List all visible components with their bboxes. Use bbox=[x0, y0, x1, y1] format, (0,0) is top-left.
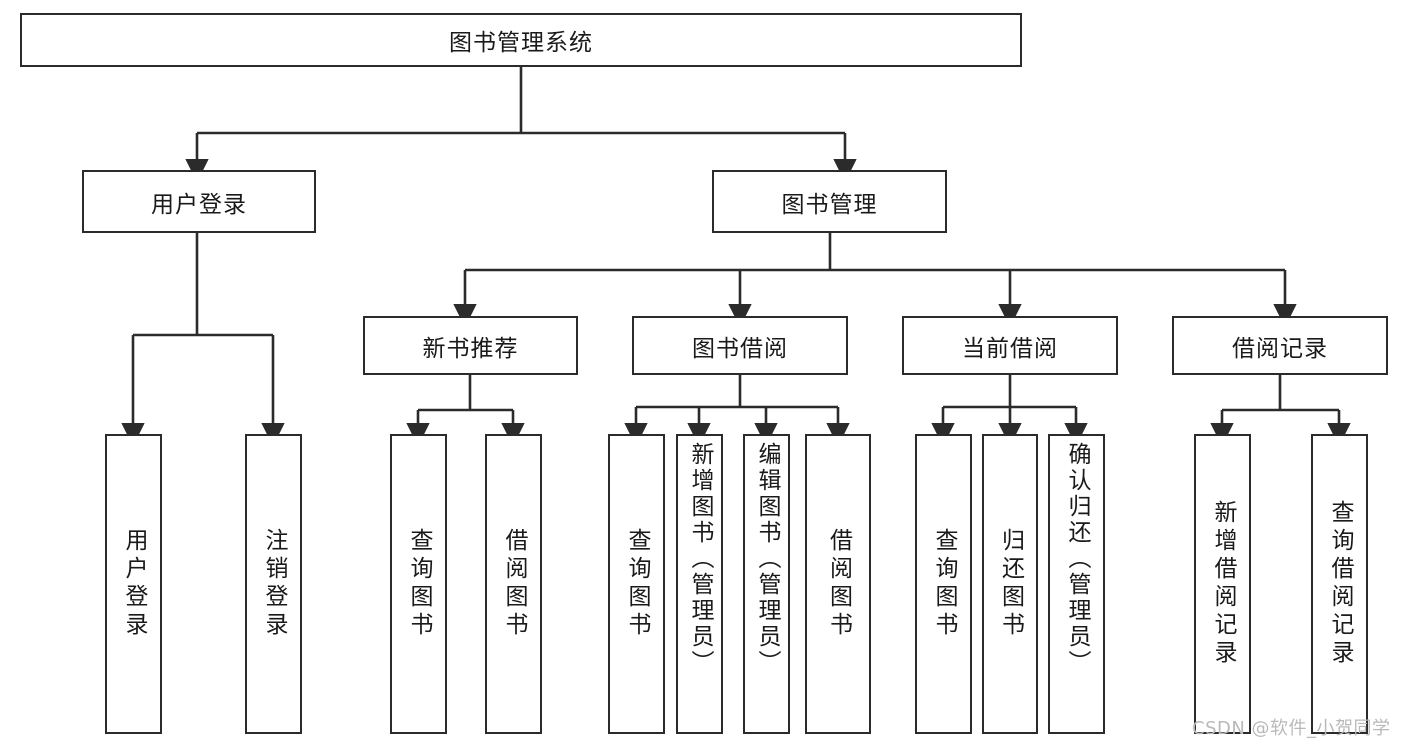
leaf-record-query-borrow-record[interactable]: 查询借阅记录 bbox=[1311, 434, 1368, 734]
node-label: 图书管理 bbox=[781, 191, 878, 218]
node-new-book-recommend[interactable]: 新书推荐 bbox=[363, 316, 578, 375]
node-label: 查询图书 bbox=[931, 528, 957, 640]
node-label: 确认归还（管理员） bbox=[1064, 442, 1090, 676]
node-label: 新增图书（管理员） bbox=[687, 442, 713, 676]
node-label: 查询图书 bbox=[406, 528, 432, 640]
node-root-book-management-system[interactable]: 图书管理系统 bbox=[20, 13, 1022, 67]
node-label: 新书推荐 bbox=[422, 335, 519, 362]
node-label: 查询借阅记录 bbox=[1327, 500, 1353, 668]
leaf-current-query-book[interactable]: 查询图书 bbox=[915, 434, 972, 734]
node-book-borrow[interactable]: 图书借阅 bbox=[632, 316, 848, 375]
node-borrow-record[interactable]: 借阅记录 bbox=[1172, 316, 1388, 375]
node-label: 图书借阅 bbox=[692, 335, 788, 362]
node-book-management[interactable]: 图书管理 bbox=[712, 170, 947, 233]
csdn-watermark: CSDN @软件_小贺同学 bbox=[1192, 718, 1391, 739]
node-label: 借阅记录 bbox=[1232, 335, 1328, 362]
leaf-new-book-borrow[interactable]: 借阅图书 bbox=[485, 434, 542, 734]
leaf-user-login-logout[interactable]: 注销登录 bbox=[245, 434, 302, 734]
node-label: 用户登录 bbox=[121, 528, 147, 640]
node-user-login[interactable]: 用户登录 bbox=[82, 170, 316, 233]
node-label: 编辑图书（管理员） bbox=[754, 442, 780, 676]
node-label: 注销登录 bbox=[261, 528, 287, 640]
node-label: 借阅图书 bbox=[501, 528, 527, 640]
leaf-current-confirm-return-admin[interactable]: 确认归还（管理员） bbox=[1048, 434, 1105, 734]
node-label: 归还图书 bbox=[997, 528, 1024, 640]
leaf-new-book-query[interactable]: 查询图书 bbox=[390, 434, 447, 734]
leaf-borrow-add-book-admin[interactable]: 新增图书（管理员） bbox=[676, 434, 723, 734]
leaf-borrow-borrow-book[interactable]: 借阅图书 bbox=[805, 434, 871, 734]
leaf-borrow-edit-book-admin[interactable]: 编辑图书（管理员） bbox=[743, 434, 790, 734]
leaf-borrow-query-book[interactable]: 查询图书 bbox=[608, 434, 665, 734]
leaf-current-return-book[interactable]: 归还图书 bbox=[982, 434, 1038, 734]
node-label: 查询图书 bbox=[624, 528, 650, 640]
leaf-user-login-login[interactable]: 用户登录 bbox=[105, 434, 162, 734]
node-label: 图书管理系统 bbox=[449, 30, 593, 56]
node-current-borrow[interactable]: 当前借阅 bbox=[902, 316, 1118, 375]
leaf-record-add-borrow-record[interactable]: 新增借阅记录 bbox=[1194, 434, 1251, 734]
node-label: 用户登录 bbox=[151, 191, 247, 218]
node-label: 新增借阅记录 bbox=[1210, 500, 1236, 668]
node-label: 借阅图书 bbox=[825, 528, 852, 640]
node-label: 当前借阅 bbox=[962, 335, 1058, 362]
